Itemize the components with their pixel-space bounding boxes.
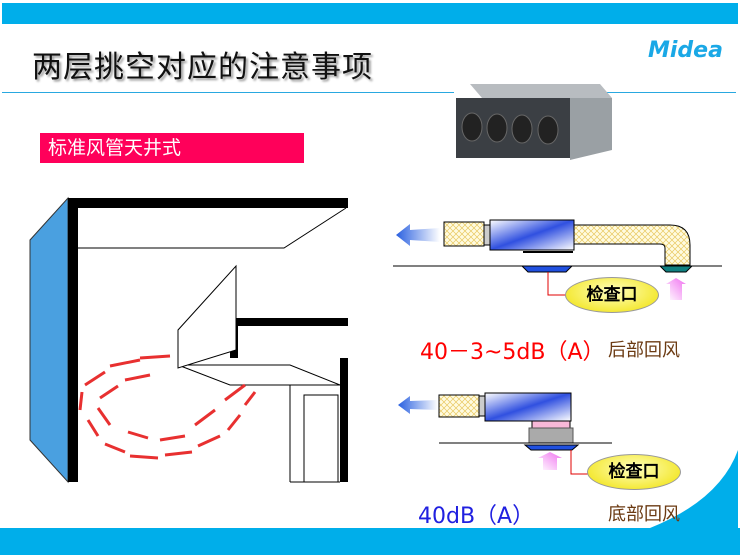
inspection-port-callout-bottom: 检查口 xyxy=(587,454,681,490)
duct-unit-photo xyxy=(456,84,612,160)
bottom-return-noise: 40dB（A） xyxy=(418,504,535,529)
title-divider xyxy=(2,92,454,93)
bottom-return-diagram xyxy=(398,392,612,475)
page-title: 两层挑空对应的注意事项 xyxy=(32,50,373,85)
bottom-banner xyxy=(0,528,740,555)
rear-return-diagram xyxy=(393,219,722,300)
inspection-port-callout-top: 检查口 xyxy=(565,277,659,313)
section-tag: 标准风管天井式 xyxy=(40,133,304,163)
bottom-return-label: 底部回风 xyxy=(608,504,680,525)
top-banner xyxy=(2,3,738,24)
room-illustration xyxy=(29,196,348,484)
rear-return-noise: 40－3~5dB（A） xyxy=(420,340,605,365)
title-divider-right xyxy=(606,92,736,93)
rear-return-label: 后部回风 xyxy=(608,340,680,361)
midea-logo: Midea xyxy=(648,38,723,63)
